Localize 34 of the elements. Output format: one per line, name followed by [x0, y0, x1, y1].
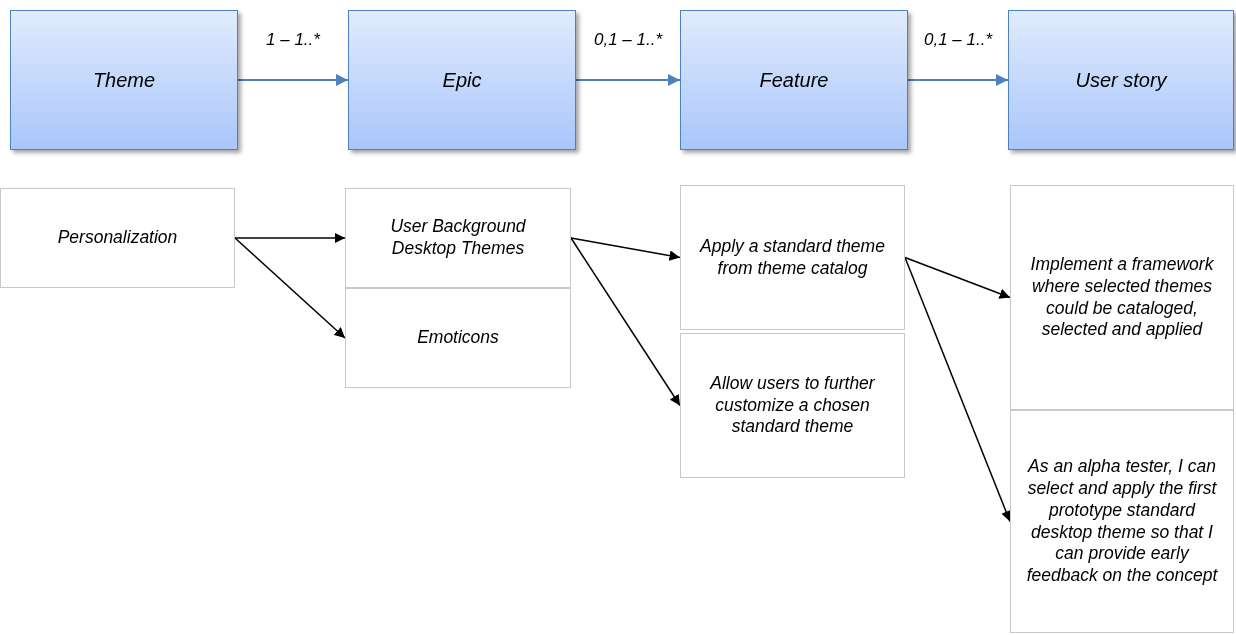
arrow	[904, 256, 1011, 523]
arrow	[904, 256, 1011, 299]
arrow	[570, 237, 681, 261]
edge-label: 0,1 – 1..*	[593, 30, 663, 50]
box-text: Epic	[442, 68, 482, 92]
arrow	[234, 232, 346, 244]
box-text: Apply a standard theme from theme catalog	[698, 235, 886, 280]
item-box	[680, 333, 905, 478]
edge-label: 0,1 – 1..*	[923, 30, 993, 50]
item-box	[0, 188, 235, 288]
box-text: As an alpha tester, I can select and apply the first prototype standard desktop theme so that I can provide early feedback on the concept	[1025, 455, 1219, 588]
item-box	[345, 288, 571, 388]
box-text: Implement a framework where selected themes could be cataloged, selected and applied	[1029, 253, 1215, 342]
item-box	[1010, 185, 1234, 410]
box-text: User Background Desktop Themes	[389, 216, 527, 260]
level-box	[348, 10, 576, 150]
item-box	[1010, 410, 1234, 633]
box-text: Personalization	[57, 227, 178, 249]
arrow	[234, 237, 346, 339]
item-box	[680, 185, 905, 330]
box-text: Feature	[759, 68, 829, 92]
arrow	[570, 237, 681, 407]
box-text: Allow users to further customize a chosen standard theme	[708, 372, 876, 439]
level-box	[680, 10, 908, 150]
item-box	[345, 188, 571, 288]
edge-label: 1 – 1..*	[266, 30, 320, 50]
level-box	[10, 10, 238, 150]
arrow	[575, 74, 681, 86]
box-text: Emoticons	[417, 327, 499, 349]
box-text: Theme	[92, 68, 156, 92]
level-box	[1008, 10, 1234, 150]
box-text: User story	[1075, 68, 1167, 92]
arrow	[237, 74, 349, 86]
arrow	[907, 74, 1009, 86]
